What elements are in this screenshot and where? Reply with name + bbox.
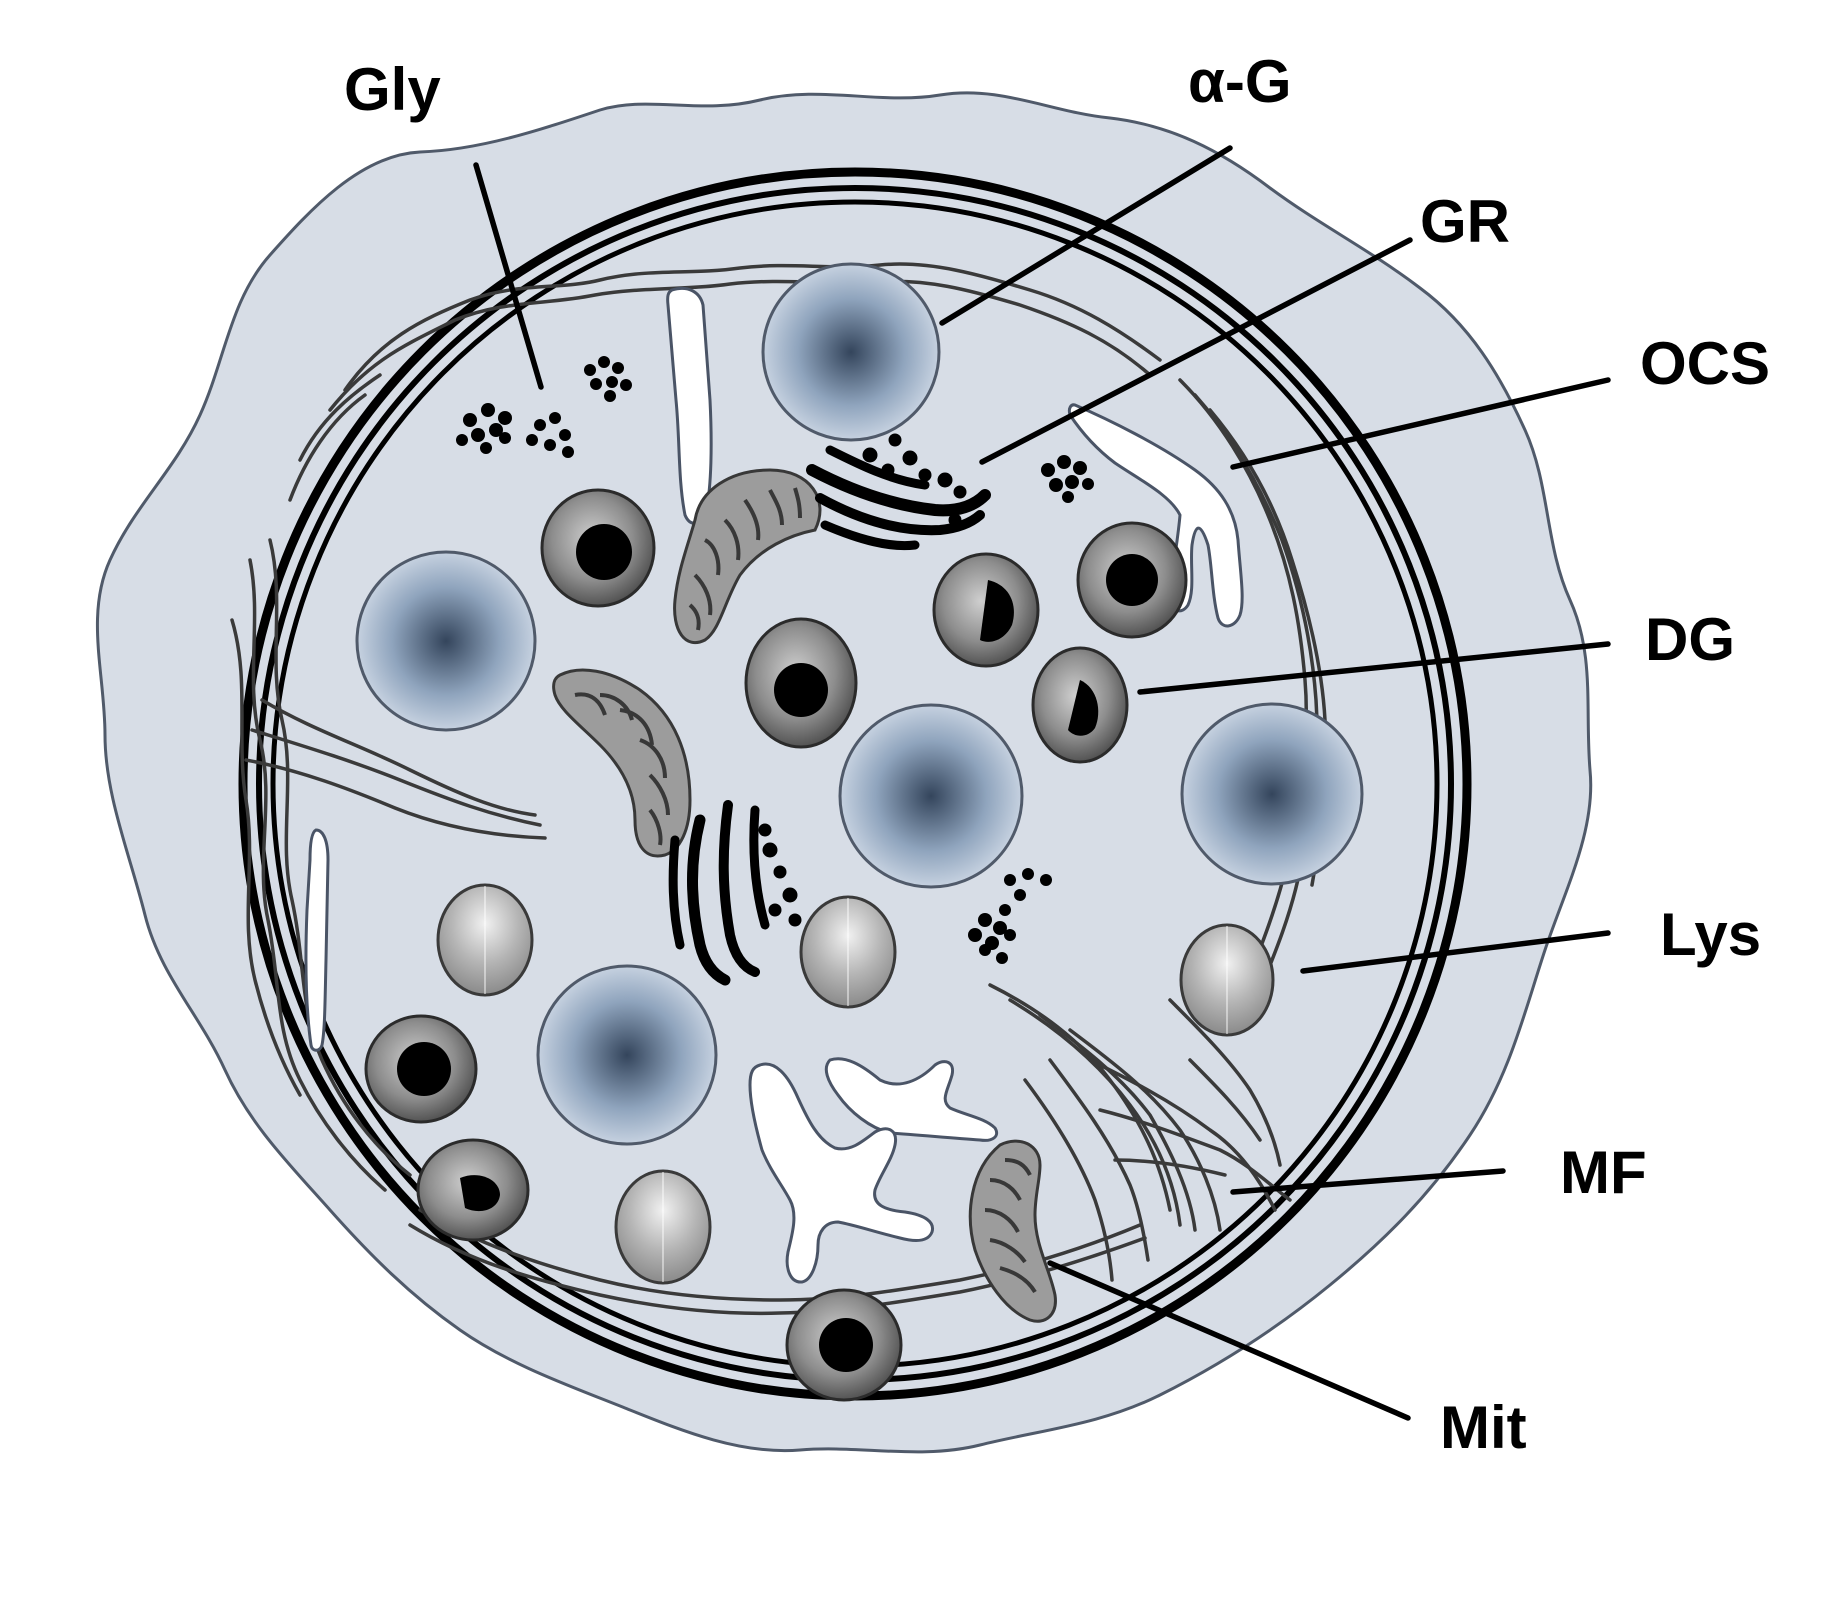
label-mf: MF	[1560, 1139, 1647, 1206]
alpha-granule-icon	[355, 550, 537, 732]
label-gr: GR	[1420, 188, 1510, 255]
glycogen-icon	[1041, 455, 1094, 503]
lysosome-icon	[799, 895, 897, 1009]
label-gly: Gly	[344, 56, 441, 123]
lysosomes	[436, 883, 1275, 1285]
alpha-granule-icon	[838, 703, 1024, 889]
mitochondrion-icon	[968, 1139, 1057, 1323]
lysosome-icon	[436, 883, 534, 997]
dense-granule-icon	[744, 617, 858, 749]
dense-granule-icon	[540, 488, 656, 608]
dense-granule-icon	[785, 1288, 903, 1402]
lysosome-icon	[1179, 923, 1275, 1037]
leader-line-gly	[473, 162, 544, 390]
mitochondrion-icon	[552, 668, 692, 858]
label-mit: Mit	[1440, 1394, 1527, 1461]
dense-granule-icon	[932, 552, 1040, 668]
mitochondria	[552, 468, 1057, 1323]
label-ocs: OCS	[1640, 330, 1770, 397]
label-lys: Lys	[1660, 901, 1761, 968]
alpha-granule-icon	[761, 262, 941, 442]
leader-line-alpha-g	[939, 145, 1233, 326]
dense-granule-icon	[1031, 646, 1129, 764]
canalicular-system-icon	[304, 828, 330, 1052]
leader-line-mit	[1047, 1260, 1411, 1421]
mitochondrion-icon	[673, 468, 822, 644]
leader-line-ocs	[1230, 377, 1611, 470]
glycogen-group	[456, 356, 1094, 964]
glycogen-icon	[584, 356, 632, 402]
canalicular-system-icon	[748, 1062, 935, 1284]
leader-line-gr	[979, 237, 1413, 465]
canalicular-system-icon	[824, 1057, 999, 1142]
leader-line-dg	[1137, 641, 1611, 695]
label-dg: DG	[1645, 606, 1735, 673]
glycogen-icon	[526, 412, 574, 458]
leader-lines	[473, 145, 1611, 1421]
glycogen-icon	[456, 403, 512, 454]
label-alpha-g: α-G	[1188, 48, 1292, 115]
glycogen-icon	[968, 868, 1052, 964]
alpha-granule-icon	[536, 964, 718, 1146]
golgi-icon	[668, 800, 802, 986]
labels: Gly α-G GR OCS DG Lys MF Mit	[344, 48, 1770, 1461]
dense-granule-icon	[1076, 521, 1188, 639]
dense-granule-icon	[416, 1138, 530, 1242]
canalicular-system-icon	[1067, 403, 1244, 628]
golgi	[668, 433, 991, 986]
canalicular-system-group	[304, 286, 1244, 1284]
alpha-granules	[355, 262, 1364, 1146]
leader-line-lys	[1300, 930, 1611, 974]
leader-line-mf	[1230, 1168, 1506, 1195]
golgi-icon	[806, 433, 991, 551]
dense-granules	[364, 488, 1188, 1402]
dense-granule-icon	[364, 1014, 478, 1124]
lysosome-icon	[614, 1169, 712, 1285]
alpha-granule-icon	[1180, 702, 1364, 886]
